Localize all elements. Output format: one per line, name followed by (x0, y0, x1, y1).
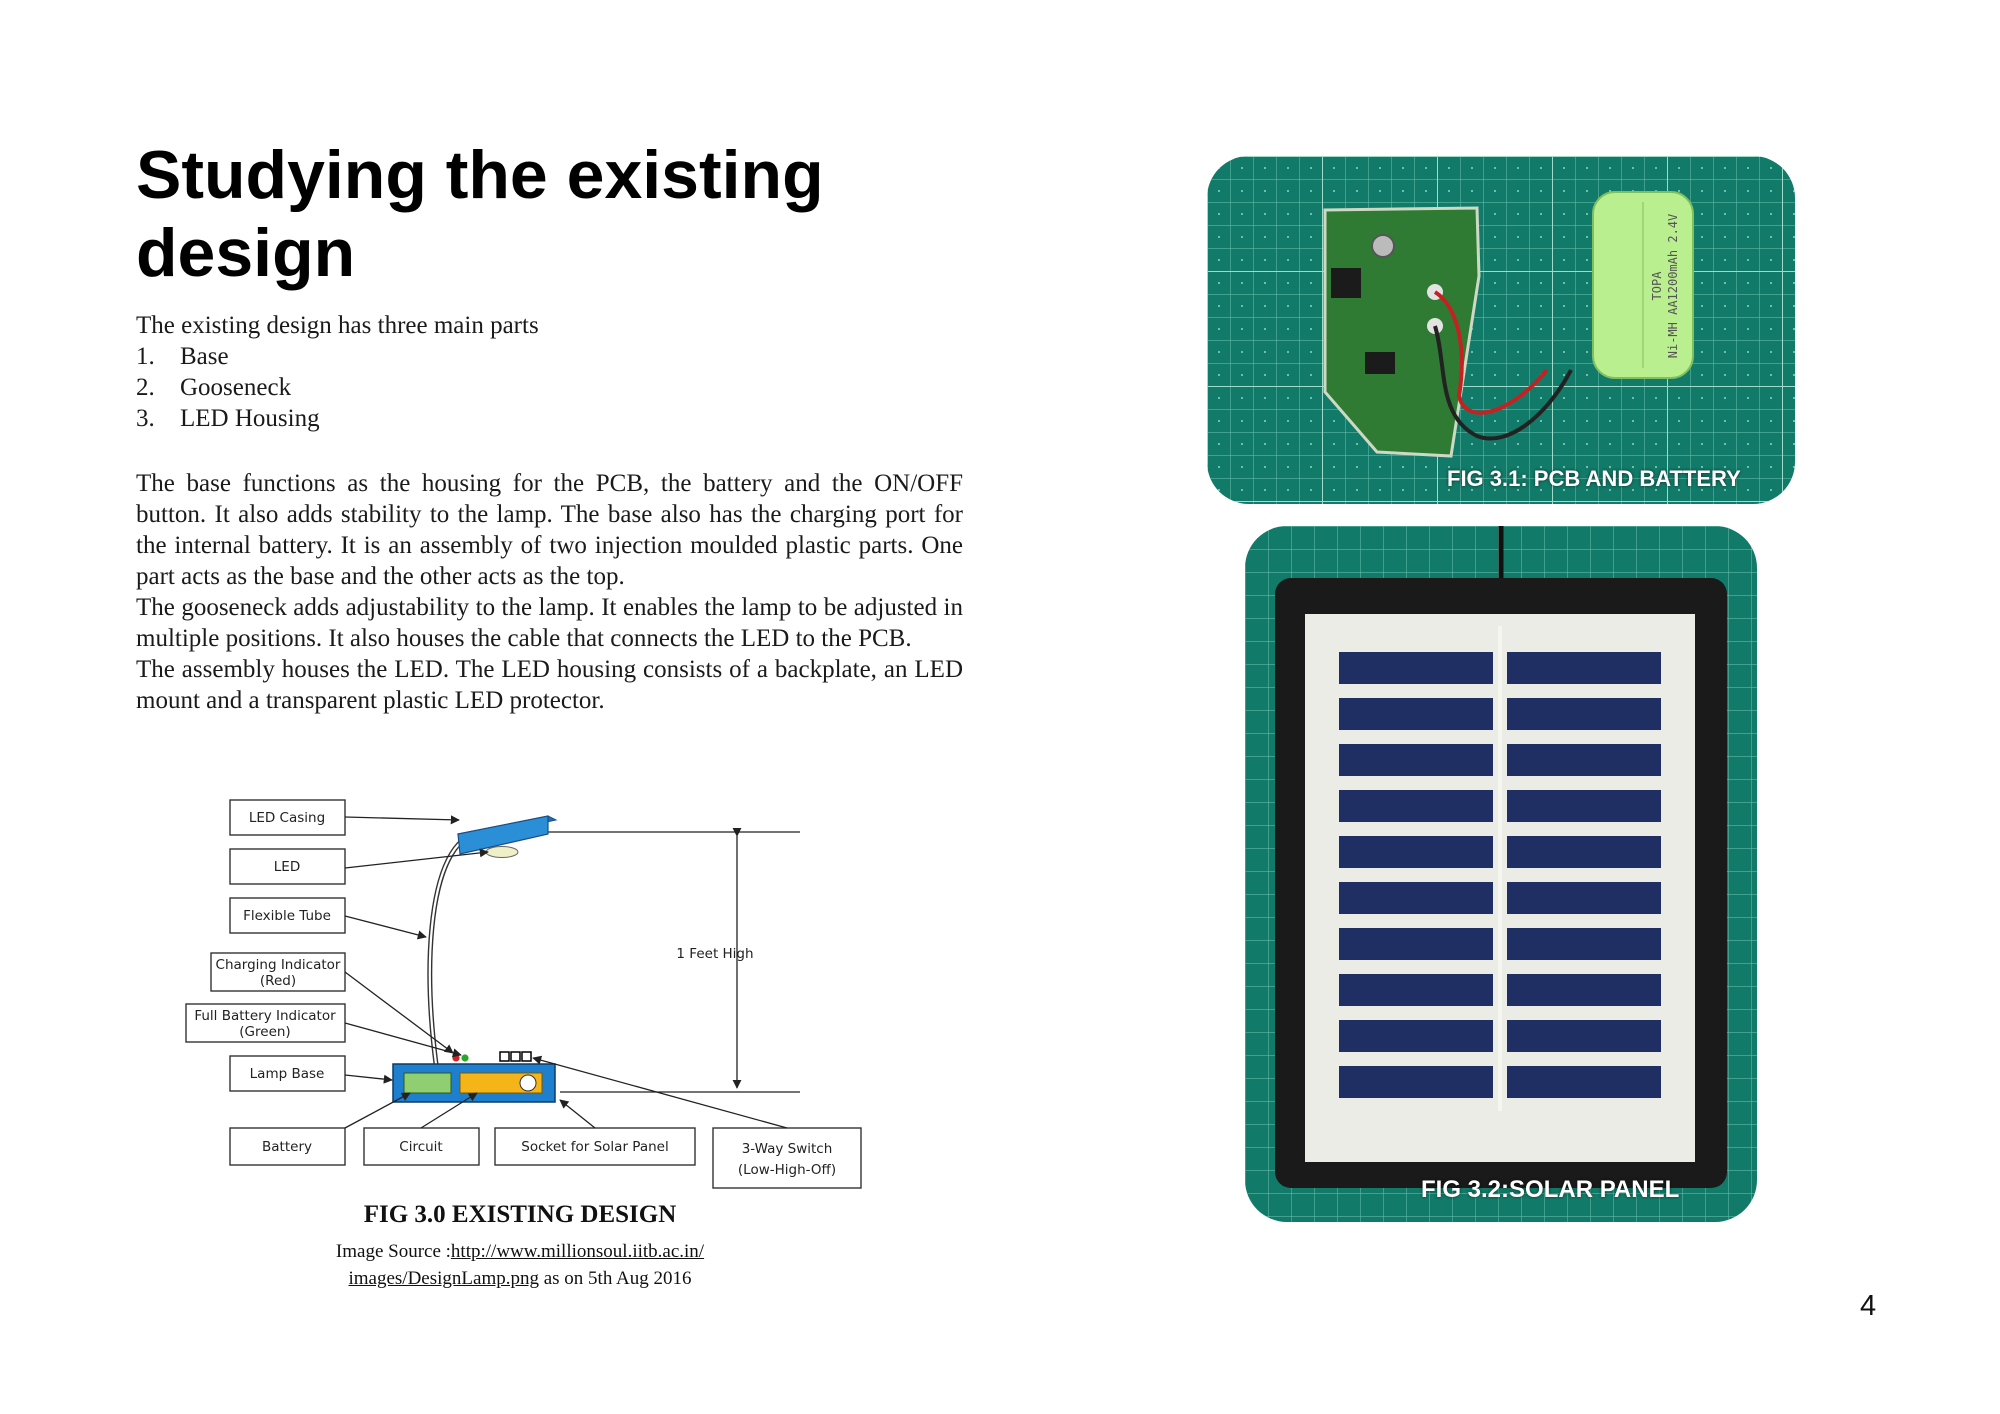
battery-print-2: Ni-MH AA1200mAh 2.4V (1666, 214, 1680, 359)
pcb-board (1323, 206, 1481, 458)
image-source-caption: Image Source :http://www.millionsoul.iit… (290, 1238, 750, 1292)
label-height: 1 Feet High (676, 946, 753, 962)
page-number: 4 (1860, 1290, 1877, 1322)
list-item: 1. Base (136, 341, 539, 372)
label-full-battery: Full Battery Indicator (194, 1008, 336, 1024)
led-casing-drawing (457, 815, 549, 855)
battery-drawing (403, 1072, 452, 1094)
label-socket: Socket for Solar Panel (521, 1139, 668, 1155)
label-box-switch (712, 1127, 862, 1189)
label-box-socket (494, 1127, 696, 1166)
label-box-led-casing (229, 799, 346, 836)
source-link-2[interactable]: images/DesignLamp.png (348, 1268, 539, 1289)
label-box-battery (229, 1127, 346, 1166)
fig-3-1-caption: FIG 3.1: PCB AND BATTERY (1447, 466, 1741, 491)
label-charging-indicator-red: (Red) (260, 973, 296, 989)
intro-section: The existing design has three main parts… (136, 310, 539, 434)
label-flexible-tube: Flexible Tube (243, 908, 331, 924)
fig-3-2-caption: FIG 3.2:SOLAR PANEL (1421, 1176, 1680, 1203)
solar-cells (1339, 652, 1661, 1098)
label-box-flexible-tube (229, 897, 346, 934)
list-item: 2. Gooseneck (136, 372, 539, 403)
label-box-full-battery (185, 1003, 346, 1043)
fig-3-0-caption: FIG 3.0 EXISTING DESIGN (363, 1201, 677, 1228)
paragraph-gooseneck: The gooseneck adds adjustability to the … (136, 594, 963, 652)
source-link-1[interactable]: http://www.millionsoul.iitb.ac.in/ (450, 1241, 705, 1262)
intro-text: The existing design has three main parts (136, 312, 539, 339)
list-number: 3. (136, 405, 155, 432)
label-circuit: Circuit (399, 1139, 442, 1155)
paragraph-led-housing: The assembly houses the LED. The LED hou… (136, 656, 963, 714)
list-number: 2. (136, 374, 155, 401)
label-box-lamp-base (229, 1055, 346, 1092)
pcb-battery-photo: TOPA Ni-MH AA1200mAh 2.4V FIG 3.1: PCB A… (1207, 156, 1795, 504)
body-text: The base functions as the housing for th… (136, 468, 963, 716)
label-led-casing: LED Casing (249, 810, 325, 826)
label-lamp-base: Lamp Base (250, 1066, 325, 1082)
list-item: 3. LED Housing (136, 403, 539, 434)
label-box-led (229, 848, 346, 885)
parts-list: 1. Base 2. Gooseneck 3. LED Housing (136, 341, 539, 434)
label-led: LED (274, 859, 300, 875)
solar-panel-photo: FIG 3.2:SOLAR PANEL (1245, 526, 1757, 1222)
list-label: LED Housing (180, 405, 320, 432)
source-suffix: as on 5th Aug 2016 (538, 1268, 692, 1289)
label-switch-modes: (Low-High-Off) (738, 1162, 836, 1178)
existing-design-diagram: LED Casing LED Flexible Tube Charging In… (185, 799, 862, 1189)
list-label: Base (180, 343, 229, 370)
paragraph-base: The base functions as the housing for th… (136, 470, 963, 590)
green-indicator-drawing (461, 1054, 469, 1062)
battery-print-1: TOPA (1650, 271, 1664, 301)
page-title: Studying the existing design (136, 137, 824, 291)
switch-drawing (499, 1051, 532, 1062)
label-battery: Battery (262, 1139, 312, 1155)
led-drawing (485, 846, 519, 858)
red-indicator-drawing (452, 1054, 460, 1062)
label-switch: 3-Way Switch (742, 1141, 833, 1157)
label-charging-indicator: Charging Indicator (216, 957, 341, 973)
label-full-battery-green: (Green) (239, 1024, 290, 1040)
flexible-tube-drawing (428, 839, 464, 1065)
label-box-circuit (363, 1127, 480, 1166)
source-prefix: Image Source : (335, 1241, 451, 1262)
list-label: Gooseneck (180, 374, 292, 401)
list-number: 1. (136, 343, 155, 370)
